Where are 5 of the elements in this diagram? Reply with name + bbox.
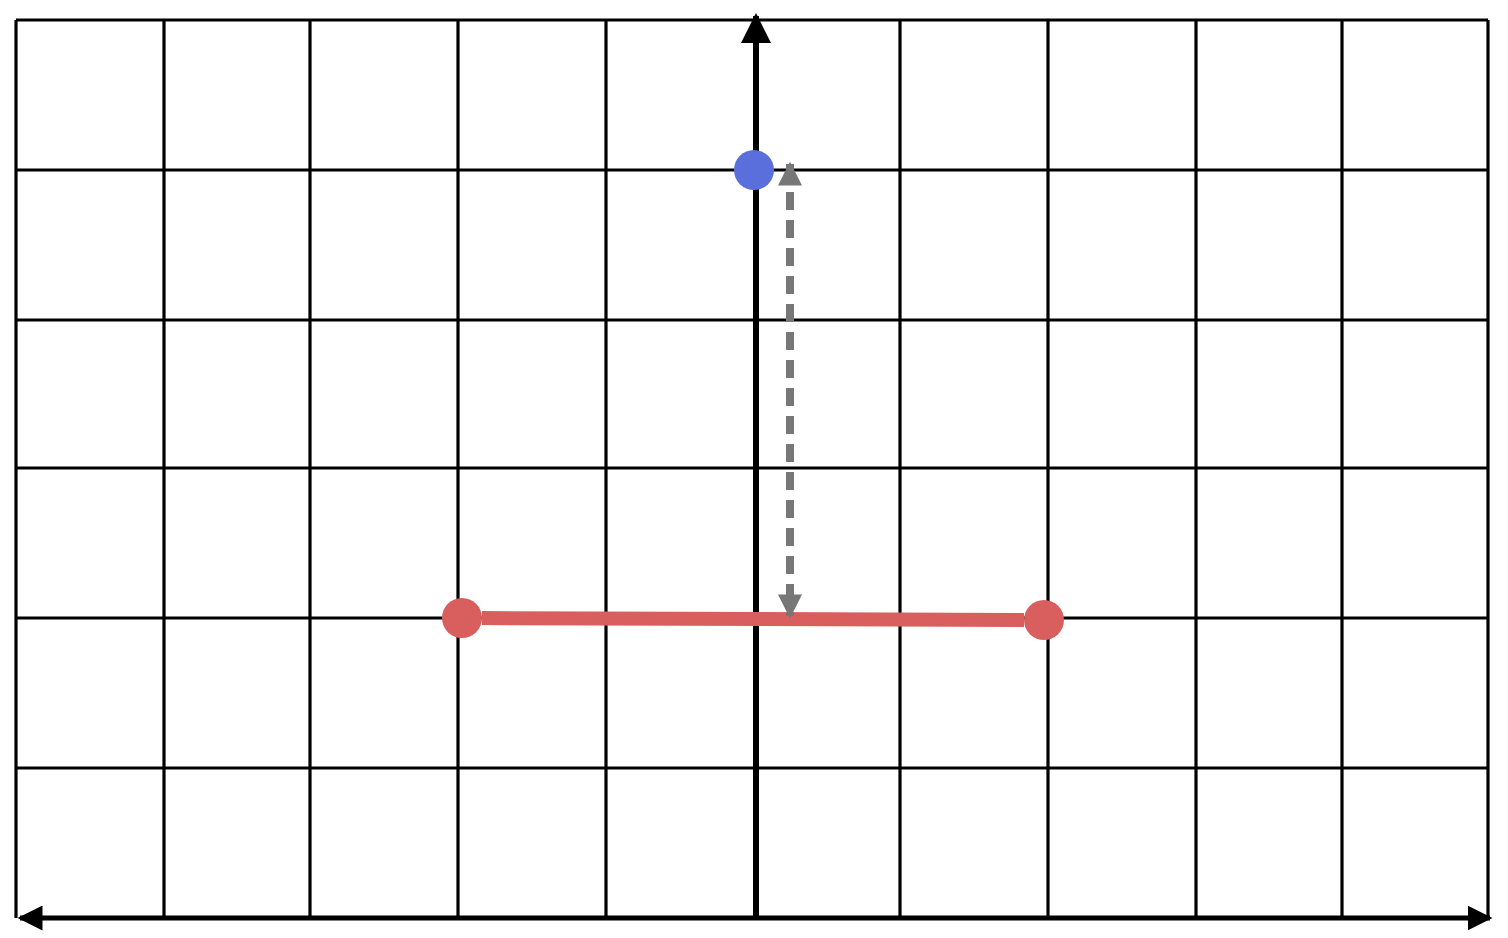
- line-segment: [481, 611, 1025, 627]
- point-marker: [1024, 600, 1064, 640]
- point-marker: [442, 598, 482, 638]
- point-marker: [734, 150, 774, 190]
- double-arrow: [778, 161, 802, 619]
